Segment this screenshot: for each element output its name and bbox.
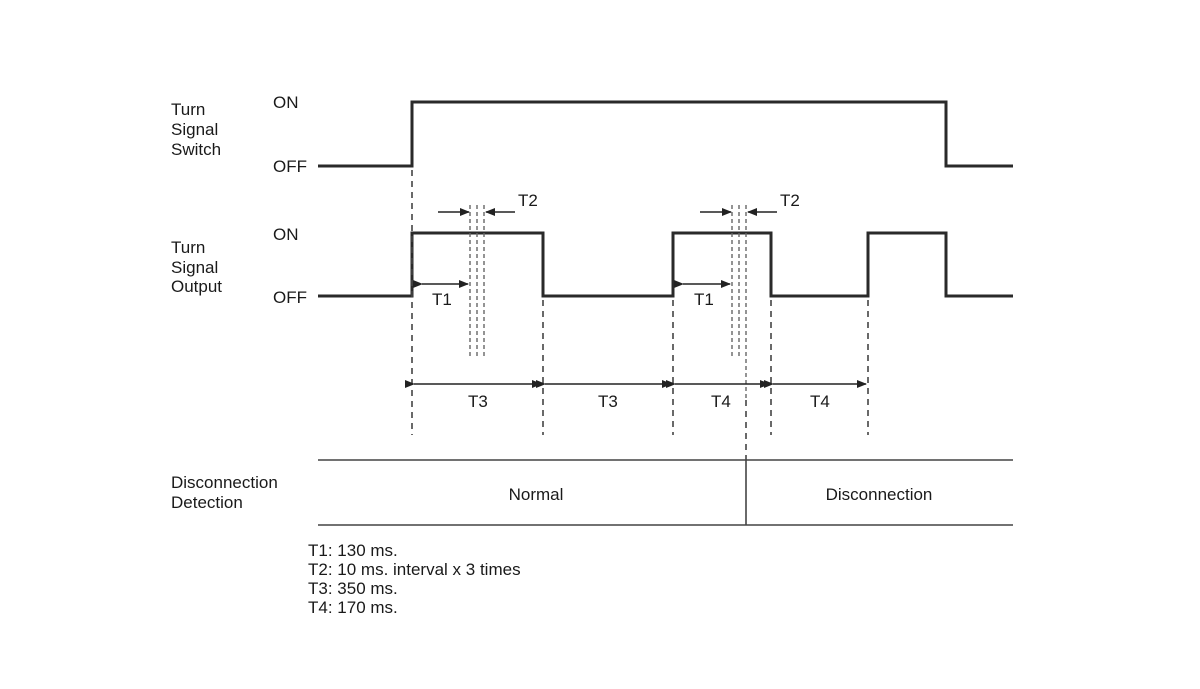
switch-waveform [318,100,1013,168]
output-label-line-3: Output [171,277,222,296]
legend-t1: T1: 130 ms. [308,541,398,560]
detection-label-line-2: Detection [171,493,243,512]
switch-label-line-2: Signal [171,120,218,139]
output-label-line-2: Signal [171,258,218,277]
t3-label: T3 [468,392,488,411]
t2-label: T2 [518,191,538,210]
legend-t2: T2: 10 ms. interval x 3 times [308,560,521,579]
output-off-label: OFF [273,288,307,307]
timing-legend: T1: 130 ms. T2: 10 ms. interval x 3 time… [308,541,521,617]
output-label-line-1: Turn [171,238,205,257]
disconnection-state-label: Disconnection [826,485,933,504]
t1-label: T1 [432,290,452,309]
t3-label: T3 [598,392,618,411]
t1-label: T1 [694,290,714,309]
t4-label: T4 [810,392,830,411]
legend-t3: T3: 350 ms. [308,579,398,598]
detection-label-line-1: Disconnection [171,473,278,492]
t4-label: T4 [711,392,731,411]
switch-on-label: ON [273,93,299,112]
output-waveform [318,231,1013,298]
switch-label-line-1: Turn [171,100,205,119]
t2-label: T2 [780,191,800,210]
switch-label-line-3: Switch [171,140,221,159]
normal-state-label: Normal [509,485,564,504]
switch-off-label: OFF [273,157,307,176]
legend-t4: T4: 170 ms. [308,598,398,617]
output-on-label: ON [273,225,299,244]
